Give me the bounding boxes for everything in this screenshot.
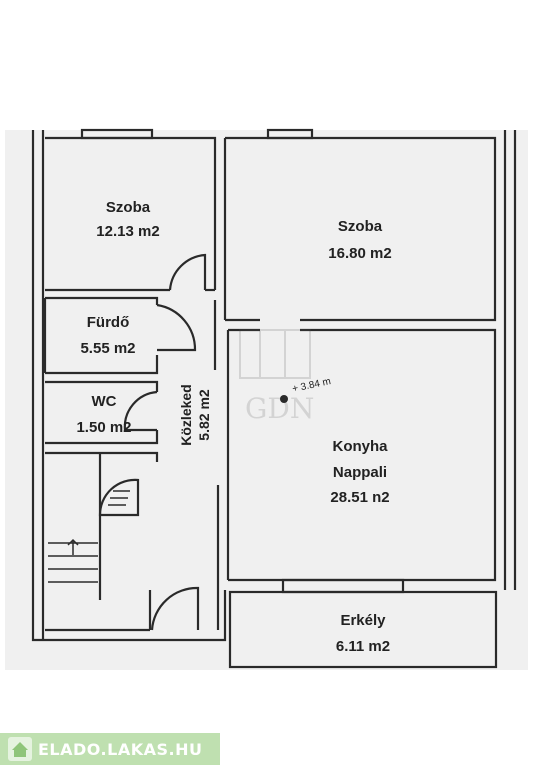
room-name-erkely: Erkély <box>340 612 386 629</box>
room-area-wc: 1.50 m2 <box>76 419 131 436</box>
house-icon <box>8 737 32 761</box>
walls <box>31 128 517 669</box>
site-name: ELADO.LAKAS.HU <box>38 739 203 759</box>
room-area-konyha: 28.51 n2 <box>330 489 389 506</box>
room-area-furdo: 5.55 m2 <box>80 340 135 357</box>
room-name-furdo: Fürdő <box>87 314 130 331</box>
room-area-szoba-1: 12.13 m2 <box>96 223 159 240</box>
room-area-erkely: 6.11 m2 <box>336 638 390 655</box>
watermark-faint-text: GDN <box>245 392 314 425</box>
stairs <box>48 490 130 583</box>
watermark-logo-faint: GDN <box>239 329 314 425</box>
room-name-wc: WC <box>92 393 117 410</box>
site-watermark: ELADO.LAKAS.HU <box>0 733 220 765</box>
room-area-szoba-2: 16.80 m2 <box>328 245 391 262</box>
room-area-kozleked: 5.82 m2 <box>196 389 212 441</box>
room-name-kozleked: Közleked <box>178 384 194 445</box>
room-name-szoba-1: Szoba <box>106 199 151 216</box>
room-name-nappali: Nappali <box>333 464 387 481</box>
height-marker-icon <box>280 395 288 403</box>
room-name-szoba-2: Szoba <box>338 218 383 235</box>
room-name-konyha: Konyha <box>332 438 388 455</box>
